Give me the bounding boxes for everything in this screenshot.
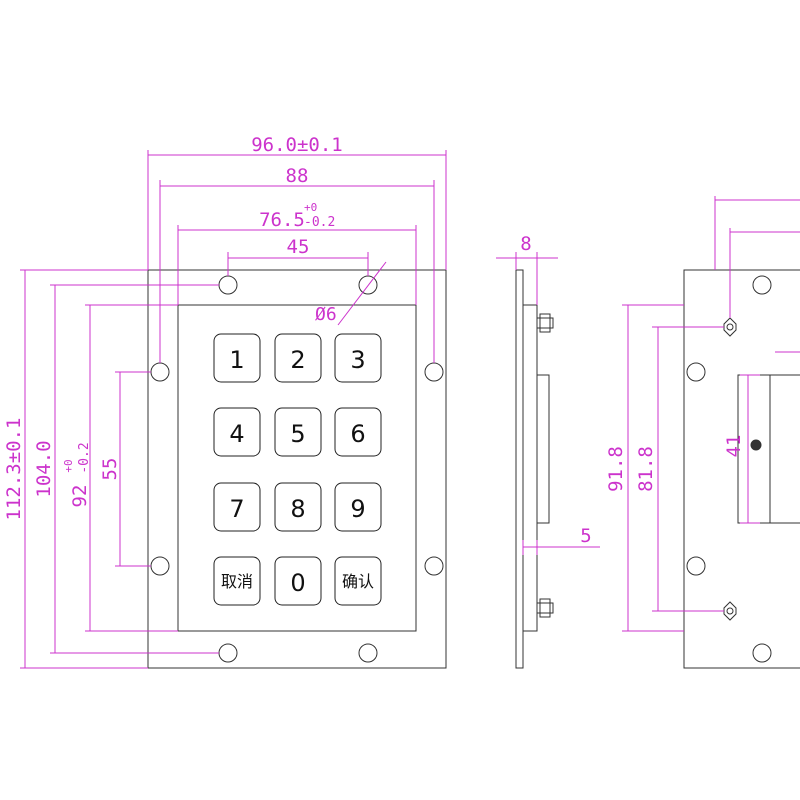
key-2[interactable] <box>274 333 322 383</box>
back-dimensions <box>622 196 800 632</box>
mounting-hole-top-left <box>218 275 238 295</box>
key-5[interactable] <box>274 407 322 457</box>
back-hole-bottom <box>752 643 772 663</box>
dim-back-height-a: 91.8 <box>605 446 627 492</box>
dim-height-overall: 112.3±0.1 <box>3 418 25 521</box>
keypad: 1 2 3 4 5 6 7 8 9 取消 0 确认 <box>213 333 382 606</box>
back-view: 91.8 81.8 41 <box>605 196 800 669</box>
side-dimensions <box>496 252 600 555</box>
key-1[interactable] <box>213 333 261 383</box>
back-center-point <box>750 439 762 451</box>
back-plate <box>683 269 800 669</box>
key-5-label: 5 <box>290 420 305 448</box>
mounting-hole-bottom-right <box>358 643 378 663</box>
key-0-label: 0 <box>290 569 305 597</box>
front-view: 1 2 3 4 5 6 7 8 9 取消 0 确认 <box>3 134 447 669</box>
key-6[interactable] <box>334 407 382 457</box>
key-cancel[interactable] <box>213 556 261 606</box>
dim-height-holes: 104.0 <box>33 440 55 497</box>
side-body <box>522 304 538 632</box>
key-0[interactable] <box>274 556 322 606</box>
side-stud-bottom <box>536 598 554 618</box>
mounting-hole-mid-left-upper <box>150 362 170 382</box>
back-nut-bottom <box>723 601 737 621</box>
dim-width-holes: 88 <box>286 165 309 187</box>
key-1-label: 1 <box>229 346 244 374</box>
key-7-label: 7 <box>229 495 244 523</box>
key-8-label: 8 <box>290 495 305 523</box>
dim-width-inner-tol-lower: -0.2 <box>304 215 335 230</box>
key-3-label: 3 <box>350 346 365 374</box>
key-6-label: 6 <box>350 420 365 448</box>
front-plate-outline <box>147 269 447 669</box>
key-9-label: 9 <box>350 495 365 523</box>
front-horizontal-dimensions <box>147 150 447 363</box>
back-hole-top <box>752 275 772 295</box>
dim-width-hole-pair: 45 <box>287 236 310 258</box>
key-confirm[interactable] <box>334 556 382 606</box>
side-plate <box>515 269 524 669</box>
key-2-label: 2 <box>290 346 305 374</box>
mounting-hole-bottom-left <box>218 643 238 663</box>
front-inner-panel <box>177 304 417 632</box>
back-inner-rect <box>737 374 800 524</box>
dim-back-height-b: 81.8 <box>635 446 657 492</box>
mounting-hole-mid-right-lower <box>424 556 444 576</box>
dim-hole-diameter: Ø6 <box>315 304 337 325</box>
dim-height-inner-tol-lower: -0.2 <box>77 442 92 473</box>
back-hole-mid-lower <box>686 556 706 576</box>
key-7[interactable] <box>213 482 261 532</box>
mounting-hole-mid-right-upper <box>424 362 444 382</box>
key-9[interactable] <box>334 482 382 532</box>
key-3[interactable] <box>334 333 382 383</box>
back-hole-mid-upper <box>686 362 706 382</box>
dim-height-inner: 92 <box>69 485 91 508</box>
dim-step: 5 <box>580 525 591 547</box>
side-inner-block <box>536 374 550 524</box>
mounting-hole-mid-left-lower <box>150 556 170 576</box>
key-4[interactable] <box>213 407 261 457</box>
dim-width-overall: 96.0±0.1 <box>251 134 343 156</box>
dim-width-inner: 76.5 <box>259 209 305 231</box>
dim-height-hole-pair: 55 <box>99 458 121 481</box>
dim-back-height-c: 41 <box>723 435 745 458</box>
key-confirm-label: 确认 <box>342 572 374 591</box>
dim-thickness: 8 <box>520 233 531 255</box>
back-nut-top <box>723 317 737 337</box>
side-view: 8 5 <box>496 233 600 669</box>
side-stud-top <box>536 313 554 333</box>
front-vertical-dimensions <box>20 269 219 669</box>
key-4-label: 4 <box>229 420 244 448</box>
key-8[interactable] <box>274 482 322 532</box>
key-cancel-label: 取消 <box>221 572 253 591</box>
dim-width-inner-tol-upper: +0 <box>304 201 317 214</box>
dim-height-inner-tol-upper: +0 <box>62 459 75 472</box>
